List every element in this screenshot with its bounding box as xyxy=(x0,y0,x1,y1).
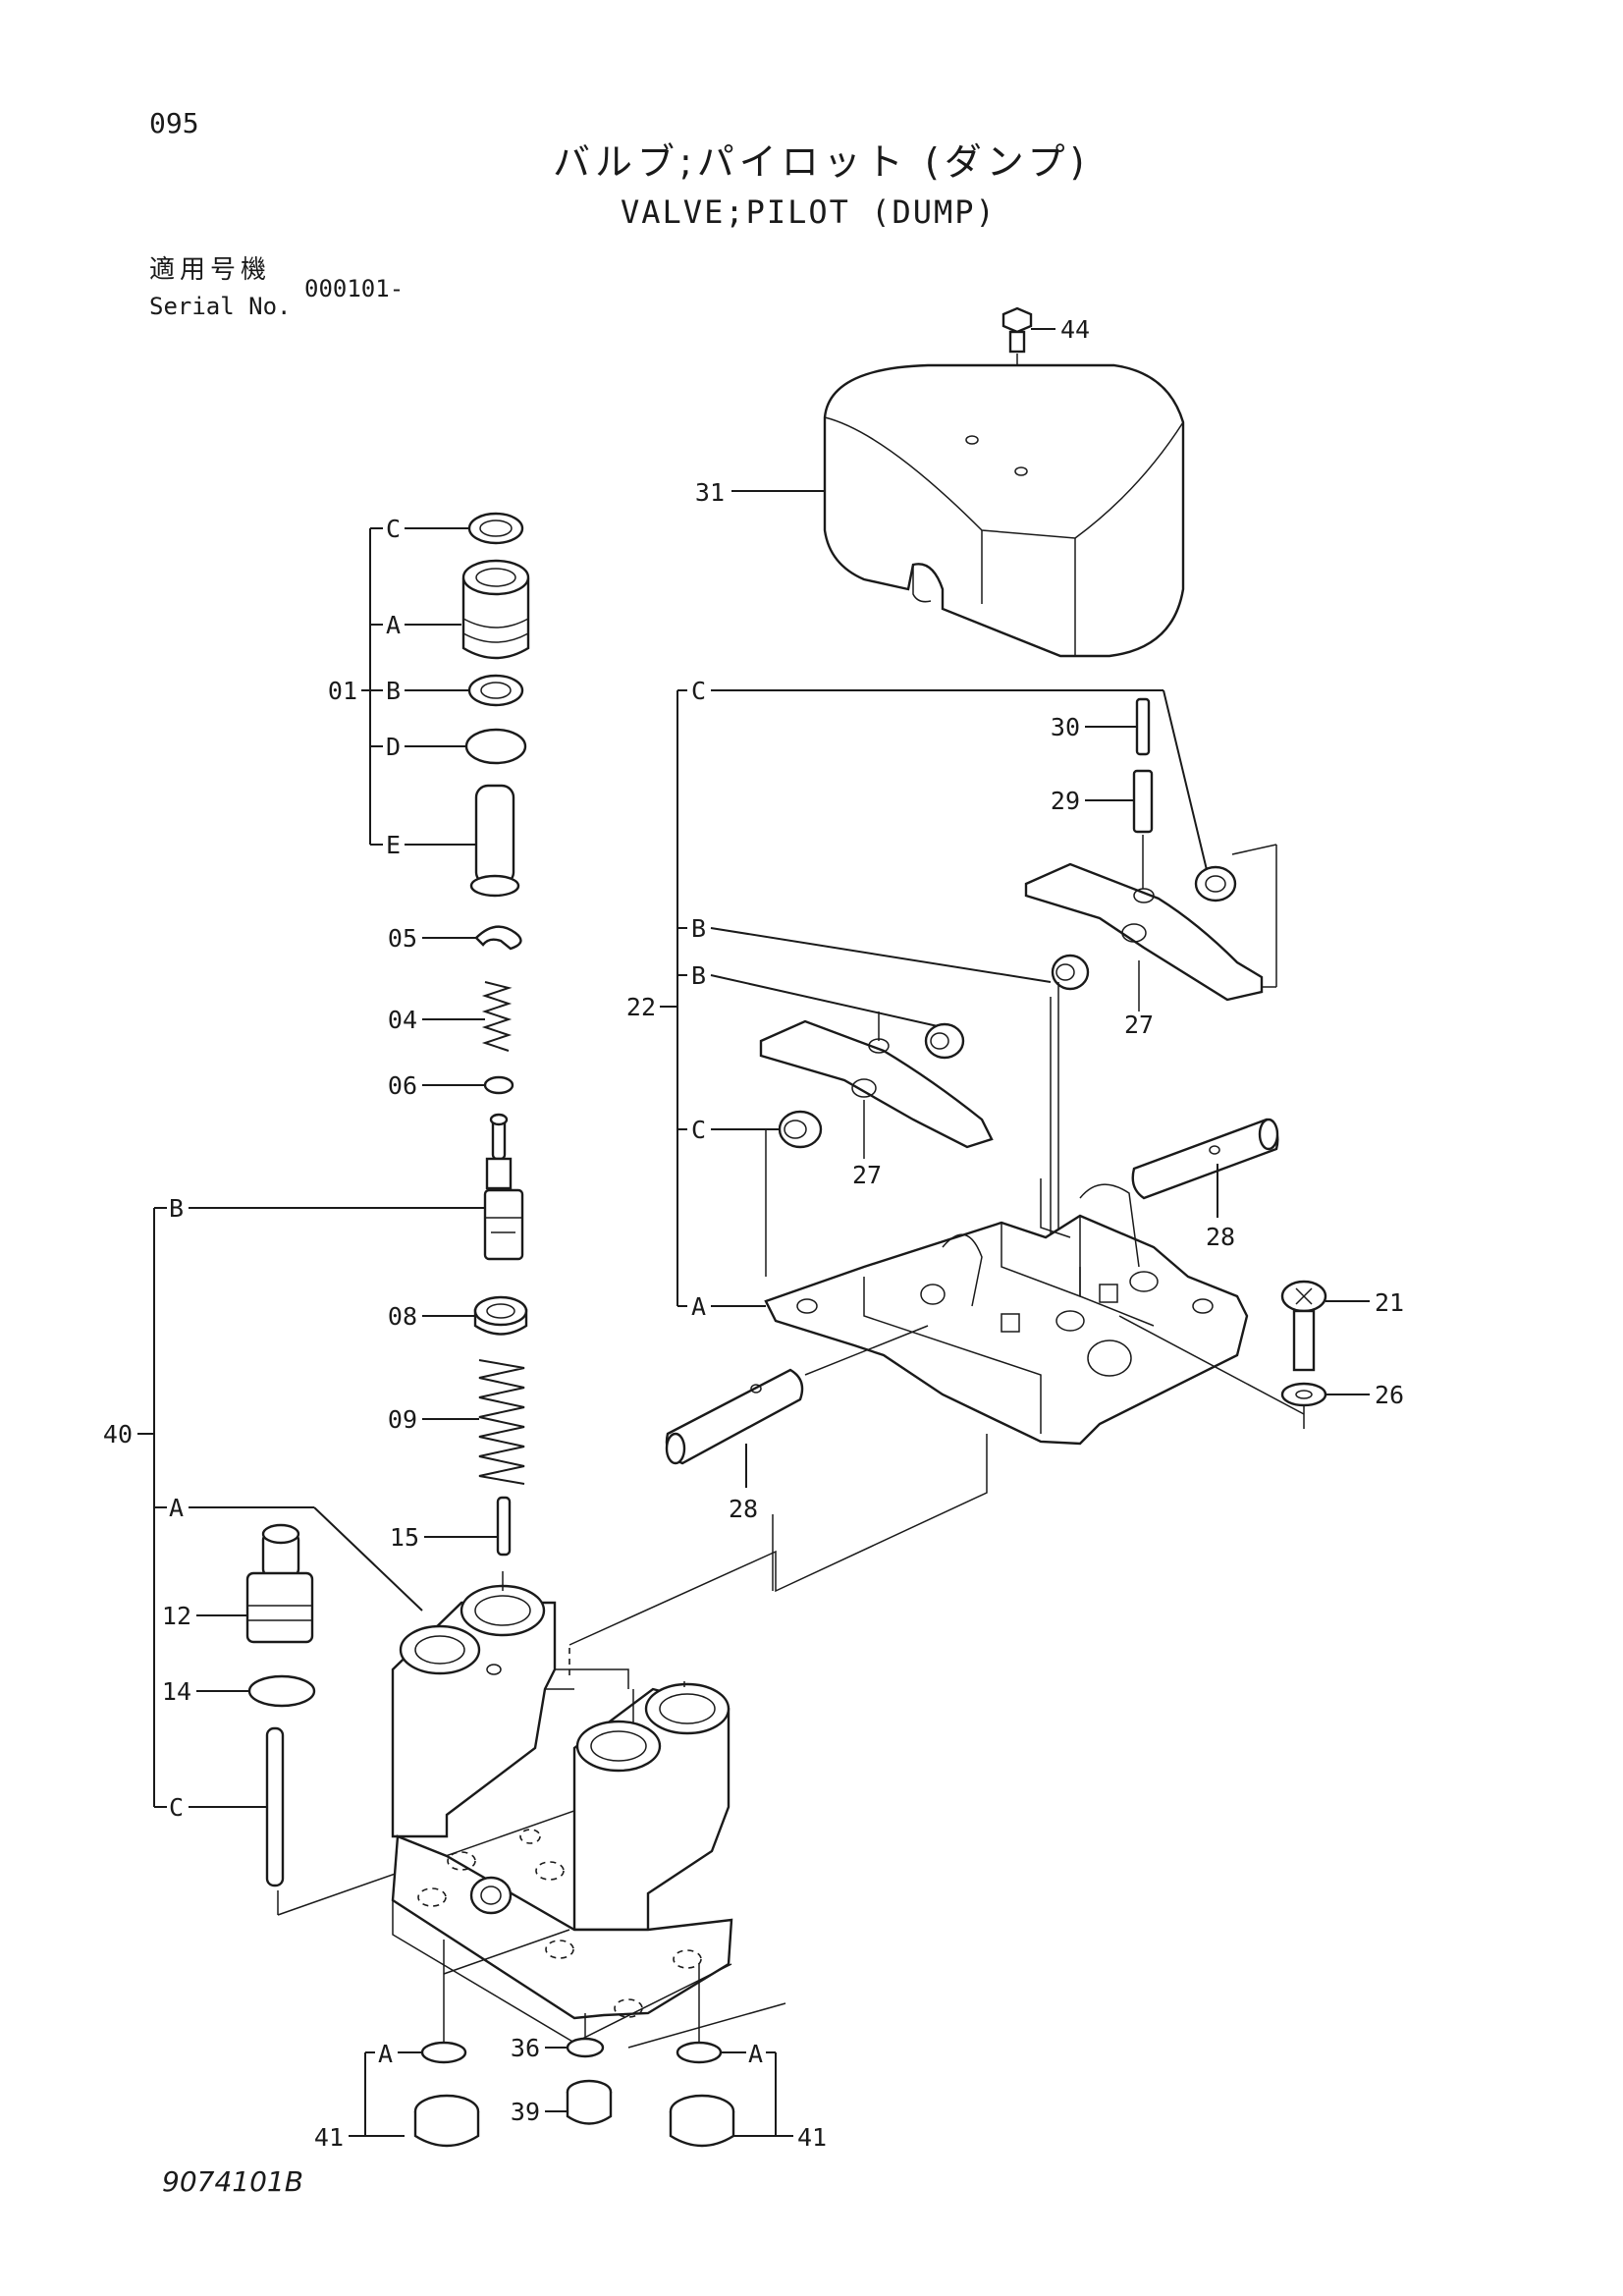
callout-22: 22 xyxy=(626,993,656,1021)
label-01-A: A xyxy=(386,611,401,639)
part-06-washer[interactable] xyxy=(422,1075,514,1095)
part-01E-plunger[interactable] xyxy=(469,784,520,898)
part-bushing-upper-right[interactable] xyxy=(1194,865,1237,902)
callout-27-lower: 27 xyxy=(852,1161,882,1189)
page-number: 095 xyxy=(149,107,199,139)
part-08-spring-seat[interactable] xyxy=(422,1295,528,1336)
part-44-bolt[interactable] xyxy=(1001,306,1055,354)
callout-44: 44 xyxy=(1060,315,1090,344)
drawing-number: 9074101B xyxy=(162,2165,303,2198)
callout-36: 36 xyxy=(511,2034,540,2062)
callout-40: 40 xyxy=(103,1420,133,1449)
part-27-lever-upper[interactable] xyxy=(1024,862,1264,1007)
part-15-pin[interactable] xyxy=(424,1496,512,1557)
part-bushing-lower-left[interactable] xyxy=(778,1110,823,1149)
part-41-plug-right[interactable] xyxy=(669,2094,735,2148)
part-14-o-ring[interactable] xyxy=(196,1674,316,1708)
part-40C-pin[interactable] xyxy=(265,1726,285,1887)
label-01-C: C xyxy=(386,515,401,543)
label-40-A: A xyxy=(169,1494,184,1522)
label-22-B2: B xyxy=(691,961,706,990)
callout-41-left: 41 xyxy=(314,2123,344,2152)
callout-09: 09 xyxy=(388,1405,417,1434)
callout-30: 30 xyxy=(1051,713,1080,741)
label-22-A: A xyxy=(691,1292,706,1321)
part-40A-valve-body[interactable] xyxy=(391,1584,733,2044)
part-09-spring[interactable] xyxy=(422,1359,525,1485)
label-22-C2: C xyxy=(691,1116,706,1144)
label-01-D: D xyxy=(386,733,401,761)
callout-28-right: 28 xyxy=(1206,1223,1235,1251)
callout-12: 12 xyxy=(162,1602,191,1630)
part-26-washer[interactable] xyxy=(1280,1382,1370,1407)
part-01D-o-ring[interactable] xyxy=(464,728,527,765)
part-39-plug[interactable] xyxy=(545,2079,613,2125)
page-title-en: VALVE;PILOT (DUMP) xyxy=(621,193,997,231)
label-01-E: E xyxy=(386,831,401,859)
part-01C-seal[interactable] xyxy=(467,512,524,545)
callout-14: 14 xyxy=(162,1677,191,1706)
part-12-plug[interactable] xyxy=(196,1523,314,1644)
part-27-lever-lower[interactable] xyxy=(759,1019,994,1149)
callout-27-upper: 27 xyxy=(1124,1011,1154,1039)
part-40B-spool[interactable] xyxy=(483,1113,524,1261)
label-40-C: C xyxy=(169,1793,184,1822)
callout-01: 01 xyxy=(328,677,357,705)
part-28-pin-left[interactable] xyxy=(665,1368,804,1488)
part-01B-seal[interactable] xyxy=(467,674,524,707)
part-30-pin[interactable] xyxy=(1085,697,1151,756)
callout-05: 05 xyxy=(388,924,417,953)
part-36-o-ring[interactable] xyxy=(545,2037,605,2058)
part-28-pin-right[interactable] xyxy=(1131,1118,1279,1218)
serial-label-en: Serial No. xyxy=(149,293,292,320)
callout-31: 31 xyxy=(695,478,725,507)
part-bushing-left-mid[interactable] xyxy=(924,1022,965,1060)
serial-label-jp: 適用号機 xyxy=(149,255,272,285)
label-22-C1: C xyxy=(691,677,706,705)
label-40-B: B xyxy=(169,1194,184,1223)
callout-21: 21 xyxy=(1375,1288,1404,1317)
part-04-spring[interactable] xyxy=(422,981,513,1052)
part-bushing-mid[interactable] xyxy=(1051,954,1090,991)
part-29-pin[interactable] xyxy=(1085,769,1154,834)
part-o-ring-bottom-left[interactable] xyxy=(420,2041,467,2064)
label-bottom-A-left: A xyxy=(378,2040,393,2068)
part-41-plug-left[interactable] xyxy=(413,2094,480,2148)
part-21-bolt[interactable] xyxy=(1280,1280,1370,1372)
part-31-cover[interactable] xyxy=(731,363,1185,658)
callout-39: 39 xyxy=(511,2098,540,2126)
callout-41-right: 41 xyxy=(797,2123,827,2152)
label-22-B1: B xyxy=(691,914,706,943)
label-bottom-A-right: A xyxy=(748,2040,763,2068)
callout-08: 08 xyxy=(388,1302,417,1331)
page-title-jp: バルブ;パイロット (ダンプ) xyxy=(553,140,1090,184)
callout-04: 04 xyxy=(388,1006,417,1034)
part-22A-base-plate[interactable] xyxy=(764,1178,1249,1446)
part-01A-sleeve[interactable] xyxy=(461,559,530,660)
part-05-snap-ring[interactable] xyxy=(422,925,522,951)
callout-06: 06 xyxy=(388,1071,417,1100)
callout-26: 26 xyxy=(1375,1381,1404,1409)
callout-29: 29 xyxy=(1051,787,1080,815)
serial-value: 000101- xyxy=(304,275,405,302)
part-o-ring-bottom-right[interactable] xyxy=(676,2041,723,2064)
label-01-B: B xyxy=(386,677,401,705)
callout-15: 15 xyxy=(390,1523,419,1552)
callout-28-left: 28 xyxy=(729,1495,758,1523)
